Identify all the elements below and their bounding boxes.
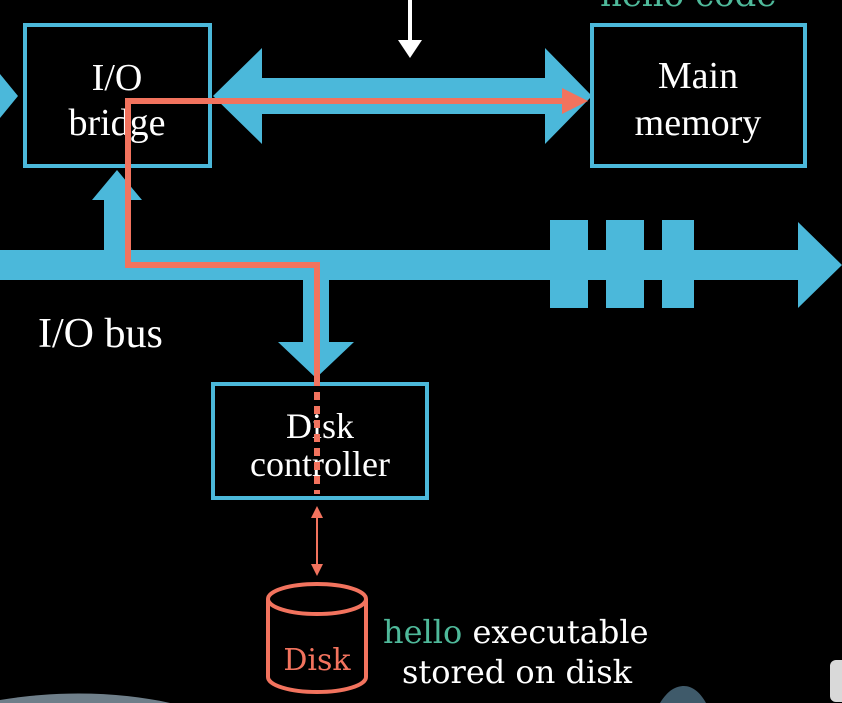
top-caption: hello code [600,0,776,15]
disk: Disk [266,582,368,694]
main-memory-label-line2: memory [635,102,762,144]
io-bridge: I/O bridge [23,23,212,168]
disk-caption-rest: executable [462,613,648,651]
io-bridge-label-line1: I/O [92,57,143,99]
main-memory: Main memory [590,23,807,168]
disk-label: Disk [283,643,351,678]
disk-caption-highlight: hello [383,613,462,651]
scroll-handle[interactable] [830,660,842,702]
disk-link-arrow [311,506,323,576]
bottom-overlay-left [0,693,170,703]
data-path [125,88,588,494]
disk-caption-line1: hello executable [383,613,649,651]
io-bridge-label-line2: bridge [68,102,165,144]
io-bus [0,220,842,308]
disk-caption-line2: stored on disk [402,653,633,691]
bus-to-bridge-arrow [92,170,142,252]
io-bus-label: I/O bus [38,311,163,357]
main-memory-label-line1: Main [658,55,738,97]
bottom-overlay-right [660,686,706,703]
bridge-left-arrow [0,74,18,118]
memory-bus [213,48,592,144]
system-bus-arrow [398,0,422,58]
